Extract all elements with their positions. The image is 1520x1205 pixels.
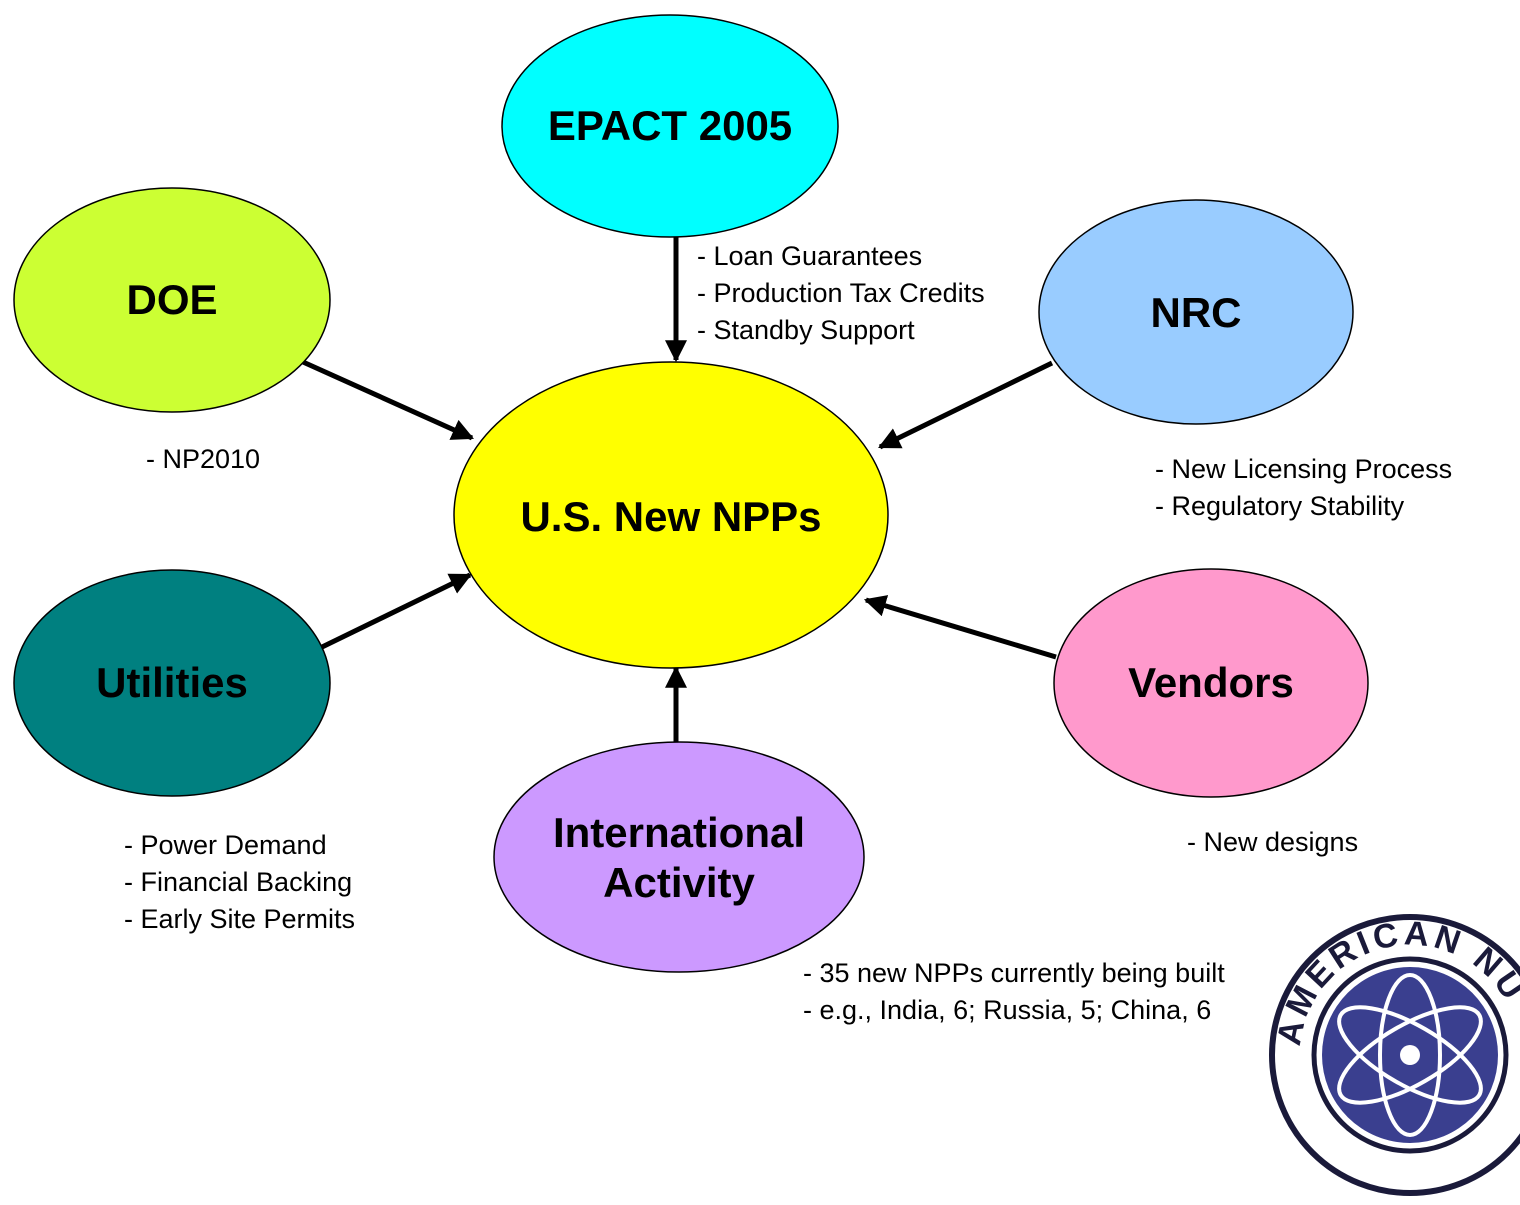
node-utilities-ellipse <box>13 569 331 797</box>
node-international-label-line1: International <box>552 808 806 856</box>
arrow-vendors-to-center <box>863 595 1057 660</box>
note-nrc-line: - Regulatory Stability <box>1155 491 1405 521</box>
note-international: - 35 new NPPs currently being built - e.… <box>803 955 1225 1029</box>
node-vendors-ellipse <box>1053 568 1369 798</box>
note-vendors: - New designs <box>1187 824 1358 861</box>
note-nrc: - New Licensing Process - Regulatory Sta… <box>1155 451 1452 525</box>
node-center-label: U.S. New NPPs <box>520 492 822 540</box>
node-nrc-label: NRC <box>1150 288 1242 336</box>
note-utilities: - Power Demand - Financial Backing - Ear… <box>124 827 355 938</box>
node-doe-label: DOE <box>126 275 218 323</box>
node-center-ellipse <box>453 361 889 669</box>
node-epact-label: EPACT 2005 <box>547 101 793 149</box>
node-international-ellipse <box>493 741 865 973</box>
note-utilities-line: - Financial Backing <box>124 867 353 897</box>
note-utilities-line: - Power Demand <box>124 830 327 860</box>
note-epact-line: - Loan Guarantees <box>697 241 923 271</box>
diagram-canvas <box>13 14 1369 973</box>
note-epact-line: - Production Tax Credits <box>697 278 985 308</box>
note-doe: - NP2010 <box>146 441 260 478</box>
node-international-label: International Activity <box>494 808 864 908</box>
atom-seal-icon: AMERICAN NU <box>1269 914 1520 1196</box>
note-utilities-line: - Early Site Permits <box>124 904 356 934</box>
node-doe-ellipse <box>13 187 331 413</box>
node-vendors-label: Vendors <box>1128 658 1294 706</box>
note-epact: - Loan Guarantees - Production Tax Credi… <box>697 238 985 349</box>
node-utilities-label: Utilities <box>96 658 248 706</box>
note-epact-line: - Standby Support <box>697 315 915 345</box>
arrow-nrc-to-center <box>878 360 1054 450</box>
arrow-utilities-to-center <box>318 572 472 651</box>
note-nrc-line: - New Licensing Process <box>1155 454 1453 484</box>
note-vendors-line: - New designs <box>1187 827 1359 857</box>
note-doe-line: - NP2010 <box>146 444 261 474</box>
note-international-line: - 35 new NPPs currently being built <box>803 958 1225 988</box>
node-epact-ellipse <box>501 14 839 238</box>
arrow-doe-to-center <box>301 359 475 441</box>
node-international-label-line2: Activity <box>603 859 755 906</box>
note-international-line: - e.g., India, 6; Russia, 5; China, 6 <box>803 995 1212 1025</box>
node-nrc-ellipse <box>1038 199 1354 425</box>
